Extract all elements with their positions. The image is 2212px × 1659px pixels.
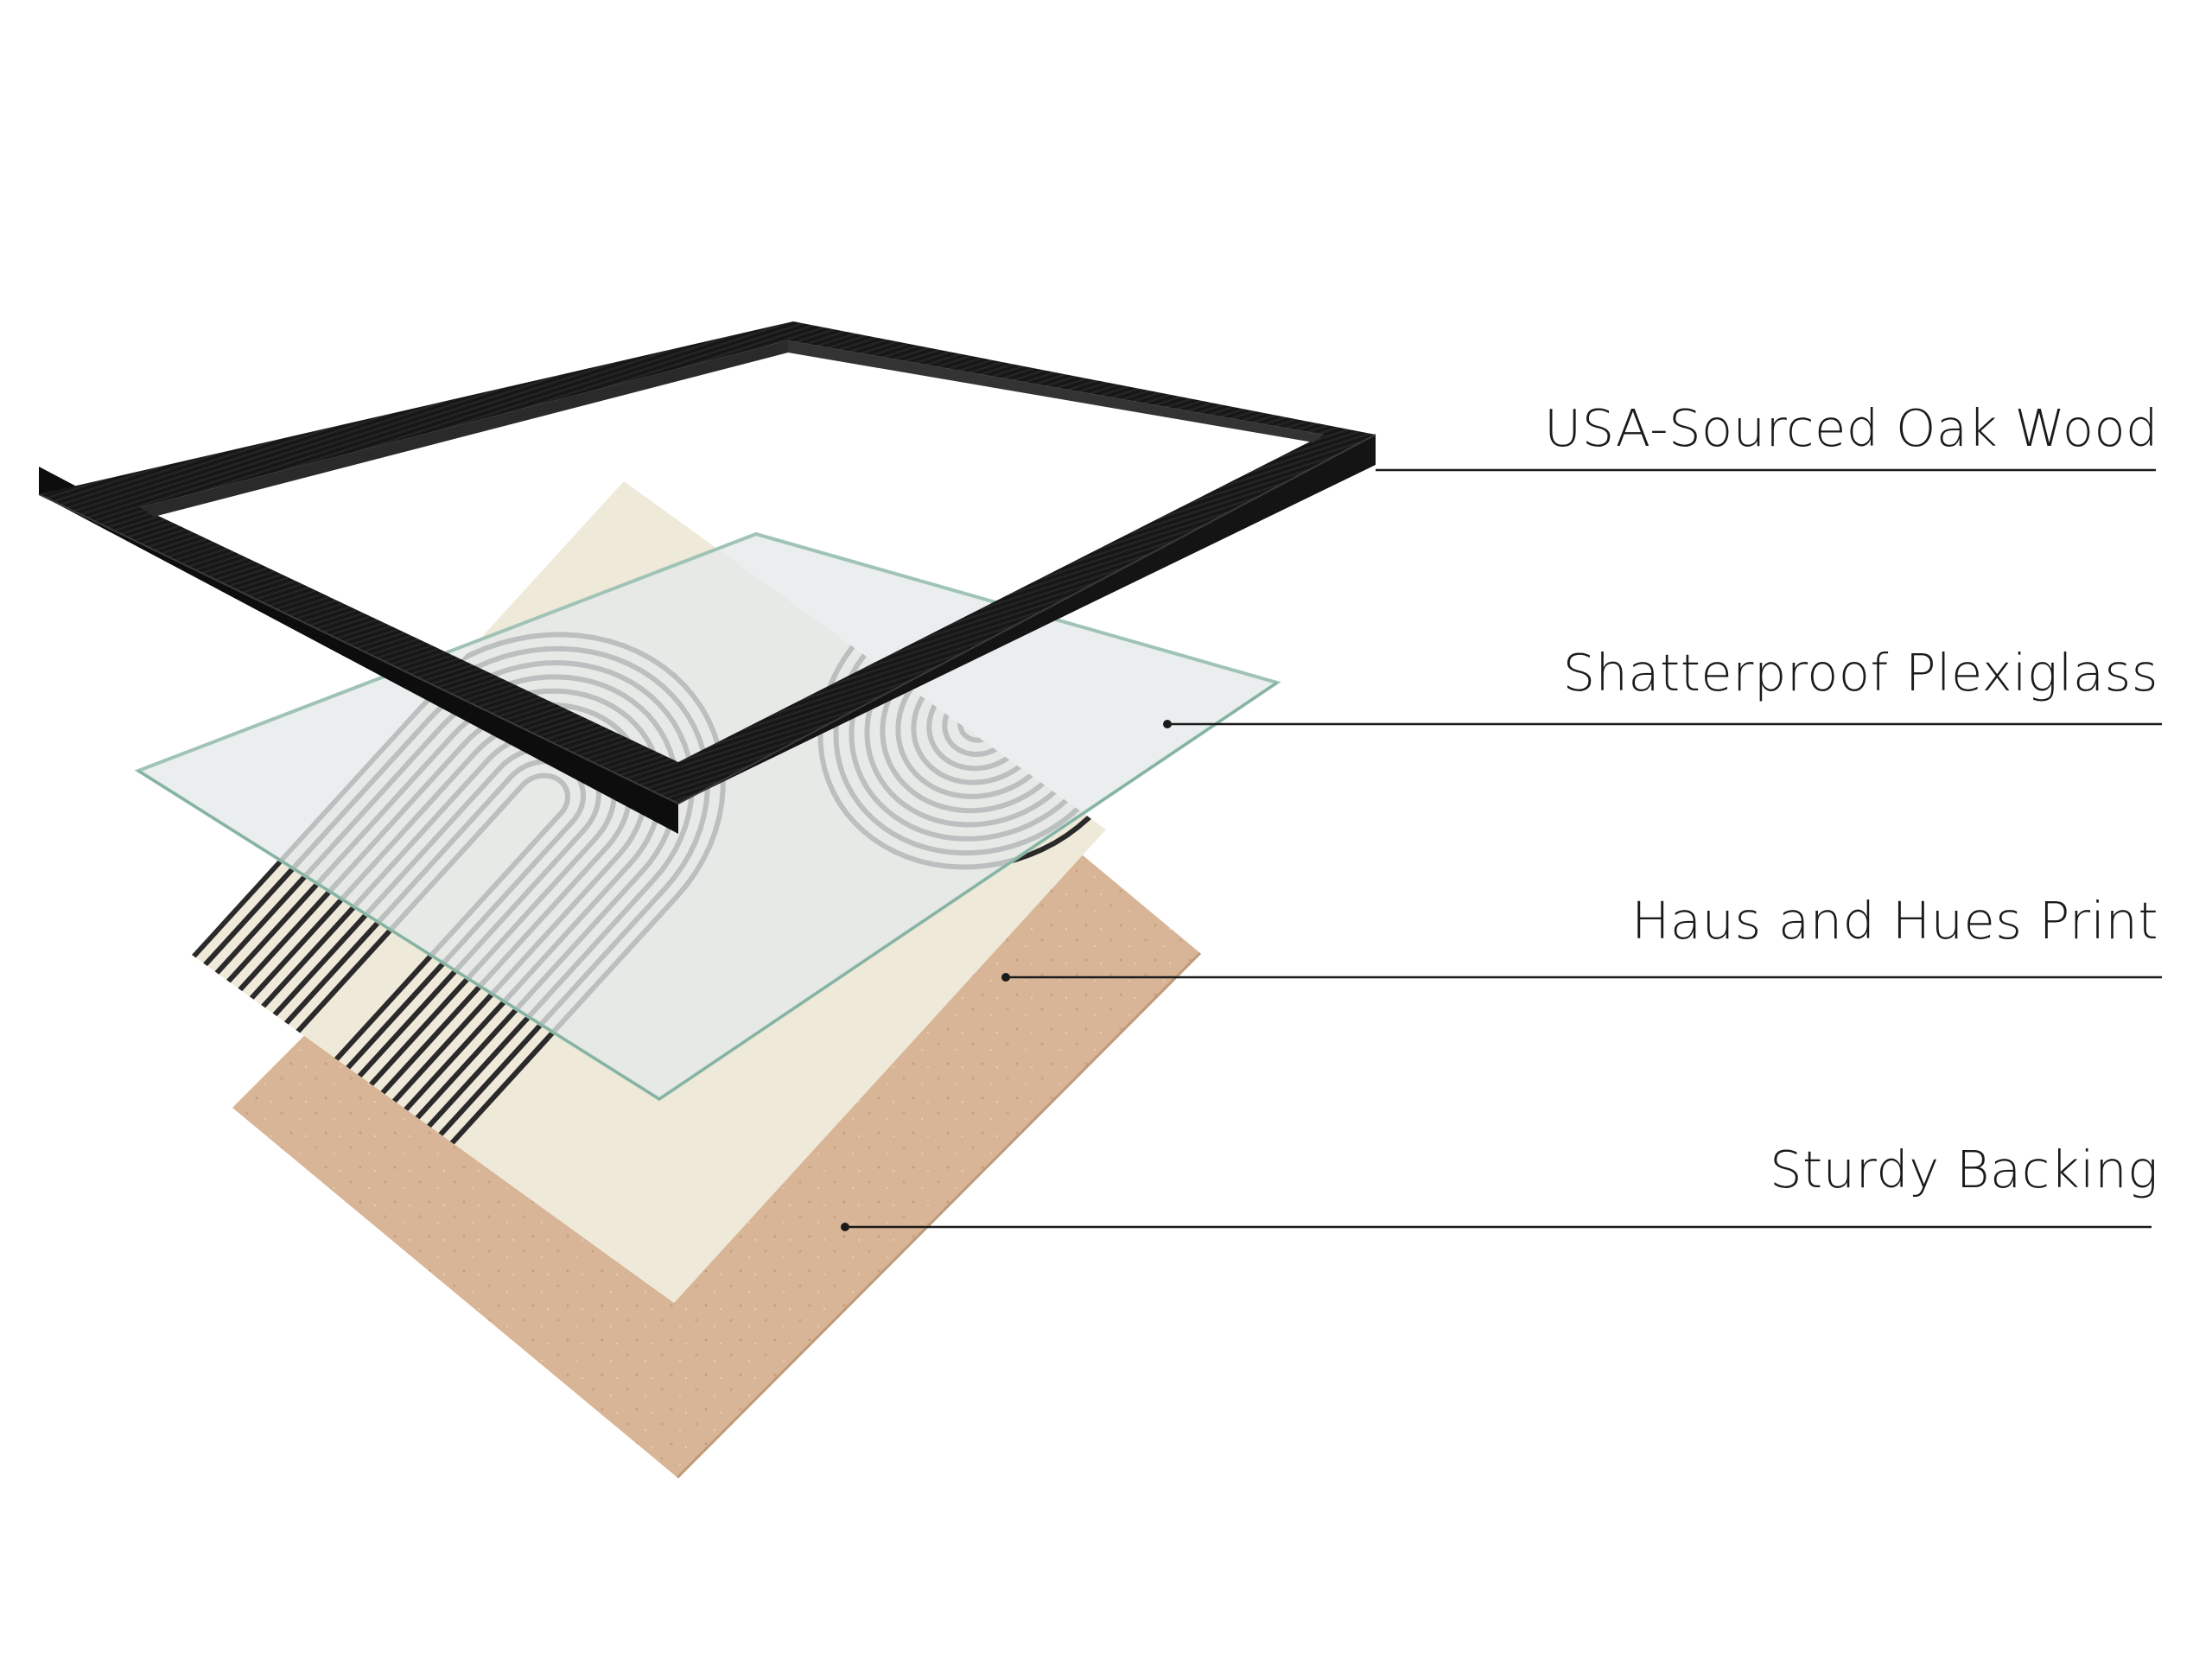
leader-dot-backing xyxy=(841,1223,849,1231)
label-backing: Sturdy Backing xyxy=(1770,1144,2158,1195)
label-oak-wood-frame: USA-Sourced Oak Wood xyxy=(1544,403,2158,454)
label-print: Haus and Hues Print xyxy=(1631,895,2158,946)
label-plexiglass: Shatterproof Plexiglass xyxy=(1563,647,2158,698)
leader-dot-glass xyxy=(1163,720,1172,728)
leader-dot-print xyxy=(1001,973,1010,982)
